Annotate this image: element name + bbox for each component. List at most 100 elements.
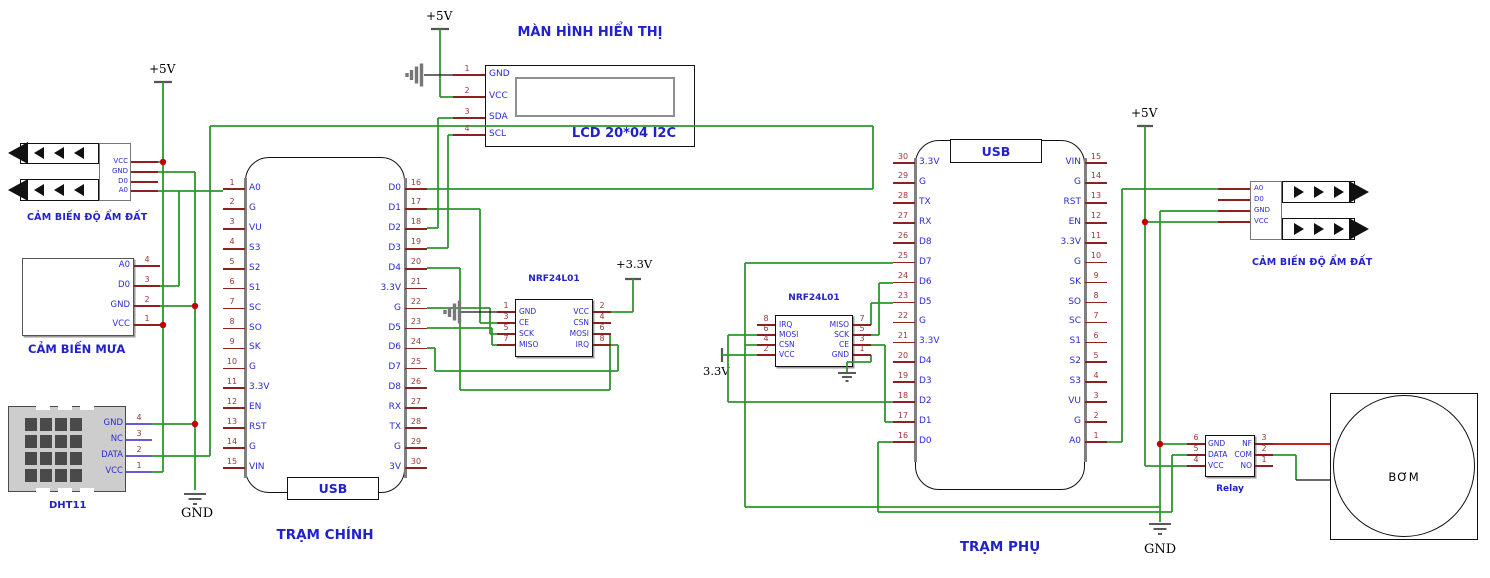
pin-number: 3 xyxy=(1093,390,1099,400)
pin-3.3v: 3.3V xyxy=(919,336,940,347)
pin-number: 15 xyxy=(226,456,238,466)
rain-sensor-title: CẢM BIẾN MƯA xyxy=(28,342,126,356)
pin-number: 14 xyxy=(1090,171,1102,181)
pin-stub xyxy=(405,447,427,449)
pin-stub xyxy=(1085,241,1107,244)
pin-vin: VIN xyxy=(249,462,265,473)
pin-stub xyxy=(126,471,152,473)
pin-number: 1 xyxy=(859,343,865,353)
pin-d3: D3 xyxy=(919,376,932,387)
pin-stub xyxy=(134,324,160,326)
pin-number: 25 xyxy=(410,356,422,366)
lcd-model-label: LCD 20*04 I2C xyxy=(571,126,676,141)
pin-stub xyxy=(893,261,915,264)
lcd-screen xyxy=(515,77,675,117)
pin-stub xyxy=(893,301,915,304)
pin-number: 19 xyxy=(897,370,909,380)
pin-s2: S2 xyxy=(249,262,261,273)
nrf-main-title: NRF24L01 xyxy=(528,274,580,284)
pin-rst: RST xyxy=(249,422,267,433)
pin-stub xyxy=(223,407,245,410)
pin-3v: 3V xyxy=(389,462,401,473)
pin-number: 20 xyxy=(897,350,909,360)
pin-stub xyxy=(1085,281,1107,284)
pin-stub xyxy=(853,354,871,356)
dht11-grid-cell xyxy=(55,418,67,431)
pin-stub xyxy=(405,427,427,429)
pin-stub xyxy=(223,247,245,250)
pin-csn: CSN xyxy=(573,317,589,327)
dht11-notch xyxy=(58,488,72,496)
pin-s3: S3 xyxy=(1069,376,1081,387)
pin-number: 13 xyxy=(226,416,238,426)
pin-stub xyxy=(126,423,152,425)
pin-stub xyxy=(126,439,152,441)
dht11-grid-cell xyxy=(55,469,67,482)
pin-number: 1 xyxy=(144,313,150,323)
pin-number: 2 xyxy=(229,197,235,207)
pin-stub xyxy=(223,387,245,390)
pin-number: 28 xyxy=(410,416,422,426)
pin-d8: D8 xyxy=(919,236,932,247)
pin-3.3v: 3.3V xyxy=(380,282,401,293)
v5-lcd-label: +5V xyxy=(426,9,453,23)
pin-stub xyxy=(893,281,915,284)
pin-stub xyxy=(223,467,245,469)
pin-stub xyxy=(223,367,245,370)
gnd-left-label: GND xyxy=(181,506,214,521)
pin-number: 2 xyxy=(136,444,142,454)
pin-g: G xyxy=(1074,256,1081,267)
pin-stub xyxy=(134,265,160,267)
pin-miso: MISO xyxy=(829,319,849,329)
dht11-grid-cell xyxy=(40,418,52,431)
soil-right-prong-top xyxy=(1282,181,1355,203)
pin-d4: D4 xyxy=(919,356,932,367)
soil-left-title: CẢM BIẾN ĐỘ ẨM ĐẤT xyxy=(27,212,148,223)
dht11-grid-cell xyxy=(25,418,37,431)
pin-number: 27 xyxy=(410,396,422,406)
pin-stub xyxy=(223,307,245,310)
pin-g: G xyxy=(1074,176,1081,187)
pin-d6: D6 xyxy=(919,276,932,287)
pin-sc: SC xyxy=(1069,316,1081,327)
pin-stub xyxy=(1085,321,1107,324)
pin-stub xyxy=(405,347,427,350)
pin-number: 7 xyxy=(229,297,235,307)
pin-a0: A0 xyxy=(249,183,261,194)
pin-stub xyxy=(405,247,427,250)
pin-stub xyxy=(223,208,245,210)
pin-en: EN xyxy=(1068,216,1081,227)
dht11-grid-cell xyxy=(55,452,67,465)
pin-tx: TX xyxy=(389,422,401,433)
pin-stub xyxy=(893,341,915,344)
pin-number: 1 xyxy=(1093,430,1099,440)
pin-stub xyxy=(405,387,427,390)
pin-stub xyxy=(1218,210,1250,212)
pin-number: 30 xyxy=(897,151,909,161)
pin-number: 12 xyxy=(1090,211,1102,221)
pin-number: 10 xyxy=(226,356,238,366)
pin-sck: SCK xyxy=(834,329,849,339)
v33-sub-label: 3.3V xyxy=(703,364,730,378)
pin-g: G xyxy=(249,202,256,213)
pin-number: 1 xyxy=(464,63,470,73)
pin-stub xyxy=(405,287,427,290)
soil-left-connector xyxy=(99,143,131,201)
pin-vu: VU xyxy=(1068,396,1081,407)
pin-stub xyxy=(405,188,427,190)
pin-gnd: GND xyxy=(103,418,124,429)
dht11-notch xyxy=(36,402,50,410)
dht11-grid-cell xyxy=(40,435,52,448)
pin-stub xyxy=(453,134,485,136)
pin-number: 6 xyxy=(1093,330,1099,340)
soil-right-title: CẢM BIẾN ĐỘ ẨM ĐẤT xyxy=(1252,257,1373,268)
pin-stub xyxy=(893,441,915,443)
pin-stub xyxy=(453,96,485,98)
pin-number: 17 xyxy=(410,197,422,207)
pin-gnd: GND xyxy=(831,349,849,359)
pin-nf: NF xyxy=(1242,438,1252,448)
pin-number: 2 xyxy=(464,85,470,95)
pin-stub xyxy=(1218,188,1250,190)
pin-ce: CE xyxy=(839,339,849,349)
